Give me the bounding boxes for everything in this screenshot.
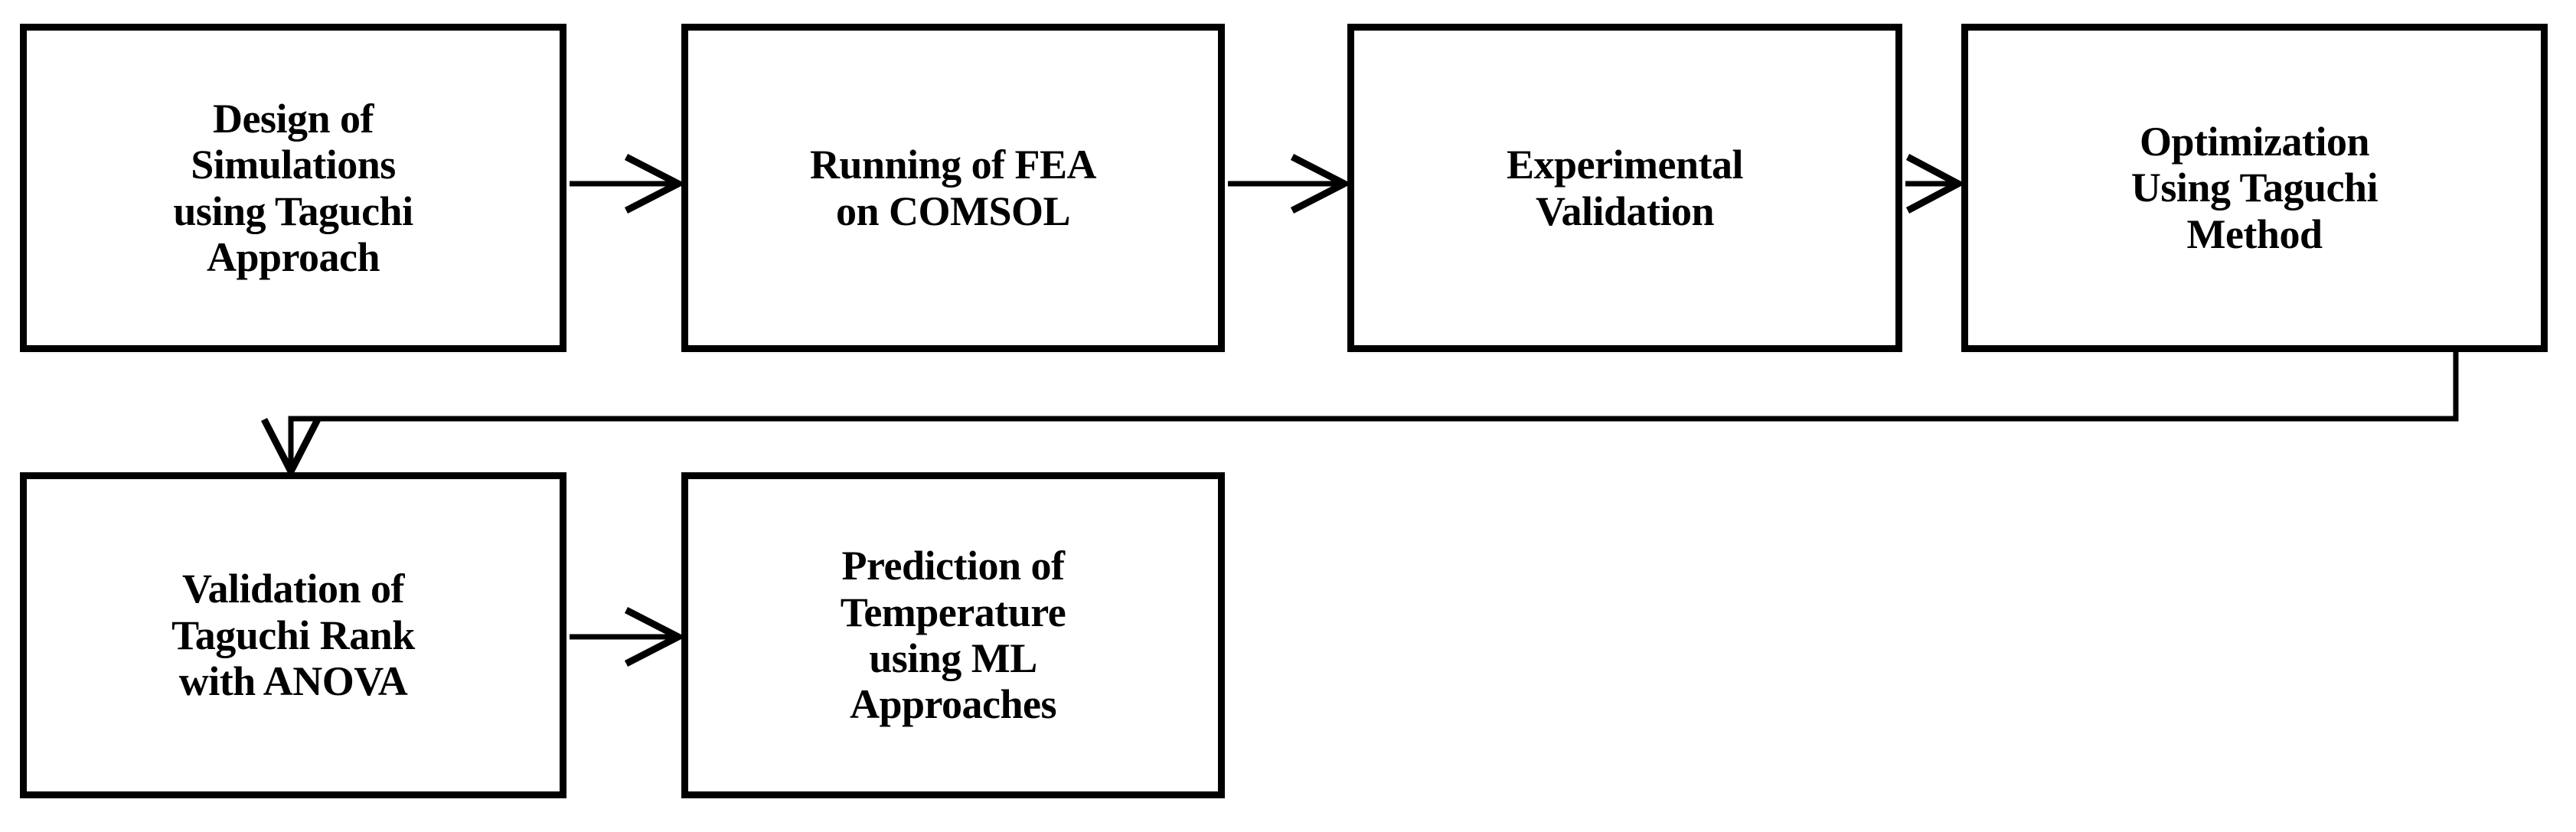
node-label-running-of-fea: Running of FEA on COMSOL [809, 142, 1097, 234]
node-label-design-of-simulations: Design of Simulations using Taguchi Appr… [173, 95, 413, 280]
node-design-of-simulations[interactable]: Design of Simulations using Taguchi Appr… [20, 24, 566, 352]
edge-anova-to-prediction [570, 606, 686, 667]
node-label-experimental-validation: Experimental Validation [1507, 142, 1743, 234]
node-running-of-fea[interactable]: Running of FEA on COMSOL [681, 24, 1225, 352]
node-label-optimization-using-taguchi: Optimization Using Taguchi Method [2130, 118, 2378, 257]
edge-design-to-fea [570, 153, 686, 214]
node-label-validation-with-anova: Validation of Taguchi Rank with ANOVA [171, 566, 415, 705]
node-experimental-validation[interactable]: Experimental Validation [1347, 24, 1902, 352]
node-label-prediction-using-ml: Prediction of Temperature using ML Appro… [840, 543, 1066, 728]
node-validation-with-anova[interactable]: Validation of Taguchi Rank with ANOVA [20, 472, 566, 798]
edge-fea-to-experimental [1228, 153, 1352, 214]
edge-optimization-to-anova [260, 352, 2459, 479]
node-optimization-using-taguchi[interactable]: Optimization Using Taguchi Method [1961, 24, 2548, 352]
node-prediction-using-ml[interactable]: Prediction of Temperature using ML Appro… [681, 472, 1225, 798]
edge-experimental-to-optimization [1905, 154, 1966, 214]
